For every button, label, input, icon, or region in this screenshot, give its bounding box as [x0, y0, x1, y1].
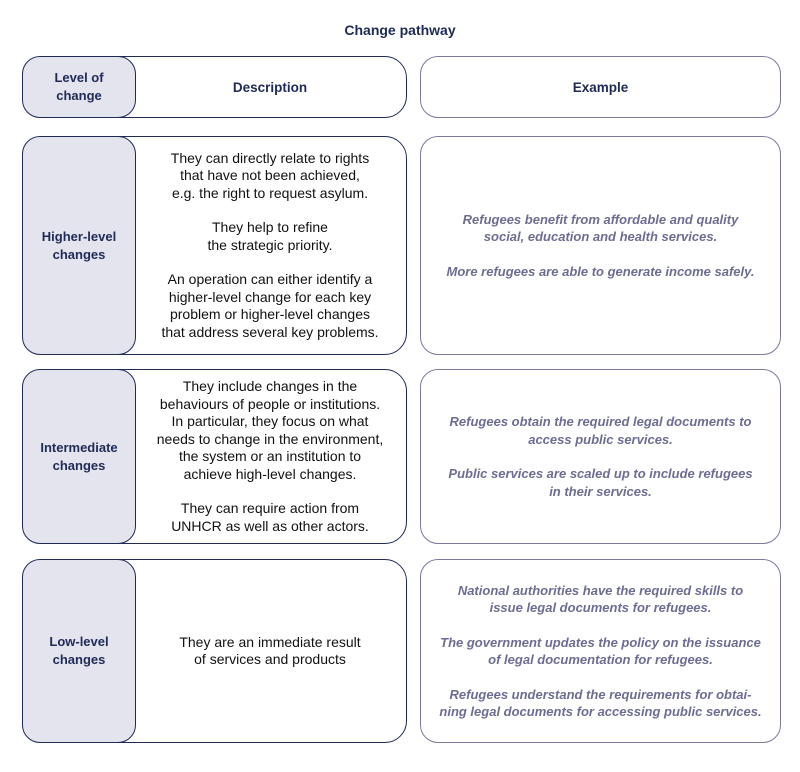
description-paragraph: They include changes in the behaviours o…	[156, 378, 384, 482]
example-text: Refugees benefit from affordable and qua…	[462, 211, 739, 245]
description-paragraph: They are an immediate result of services…	[179, 633, 361, 668]
header-example-card: Example	[420, 56, 781, 118]
description-paragraph: An operation can either identify a highe…	[161, 271, 379, 340]
row-intermediate-level-label: Intermediate changes	[22, 369, 136, 544]
header-example-label: Example	[572, 79, 629, 95]
row-intermediate-example-card: Refugees obtain the required legal docum…	[420, 369, 781, 544]
row-intermediate-description: They include changes in the behaviours o…	[136, 369, 404, 544]
example-text: The government updates the policy on the…	[440, 634, 761, 668]
description-paragraph: They help to refine the strategic priori…	[207, 219, 333, 253]
row-low-level-label: Low-level changes	[22, 559, 136, 743]
row-low-description: They are an immediate result of services…	[136, 559, 404, 743]
diagram-title: Change pathway	[344, 22, 456, 38]
example-text: More refugees are able to generate incom…	[446, 263, 755, 279]
description-paragraph: They can require action from UNHCR as we…	[171, 500, 369, 534]
example-text: Refugees obtain the required legal docum…	[449, 414, 752, 447]
description-paragraph: They can directly relate to rights that …	[170, 149, 370, 201]
example-text: Refugees understand the requirements for…	[439, 686, 762, 720]
row-higher-example-card: Refugees benefit from affordable and qua…	[420, 136, 781, 355]
header-description-label: Description	[232, 79, 308, 95]
example-text: National authorities have the required s…	[457, 582, 744, 616]
header-level-label: Level of change	[22, 56, 136, 118]
example-text: Public services are scaled up to include…	[448, 466, 753, 499]
row-higher-description: They can directly relate to rights that …	[136, 136, 404, 355]
row-low-example-card: National authorities have the required s…	[420, 559, 781, 743]
row-higher-level-label: Higher-level changes	[22, 136, 136, 355]
